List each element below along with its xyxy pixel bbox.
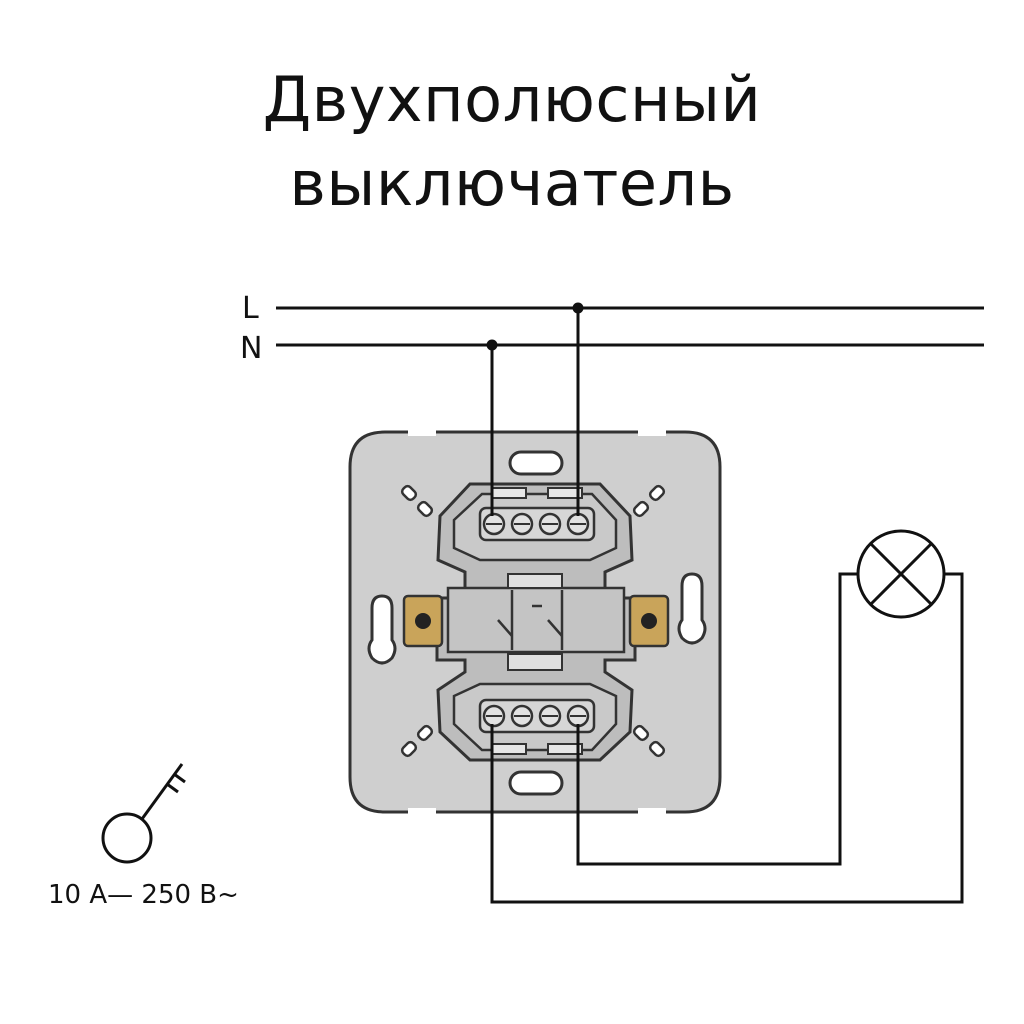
plate-notch — [408, 428, 436, 436]
plate-notch — [638, 428, 666, 436]
claw-screw-right — [628, 594, 670, 648]
junction-dot — [486, 339, 498, 351]
keyhole-left — [367, 594, 397, 665]
junction-dot — [572, 302, 584, 314]
rating-label: 10 A— 250 B~ — [48, 880, 239, 910]
key-switch-icon — [101, 763, 186, 864]
page-title: Двухполюсный выключатель — [0, 58, 1024, 226]
lamp-icon — [856, 529, 946, 619]
plate-notch — [408, 808, 436, 816]
claw-screw-left — [402, 594, 444, 648]
contact-housing — [446, 586, 626, 654]
terminal-block-top — [478, 506, 596, 542]
switch-mechanism — [348, 428, 722, 816]
mounting-slot-top — [508, 450, 564, 476]
title-line-1: Двухполюсный — [262, 63, 762, 136]
title-line-2: выключатель — [289, 147, 735, 220]
line-label-live: L — [242, 291, 259, 326]
mounting-slot-bottom — [508, 770, 564, 796]
keyhole-right — [677, 572, 707, 645]
line-label-neutral: N — [240, 331, 262, 366]
wire-live-out — [576, 572, 858, 866]
wire-neutral-out — [490, 572, 964, 904]
plate-notch — [638, 808, 666, 816]
